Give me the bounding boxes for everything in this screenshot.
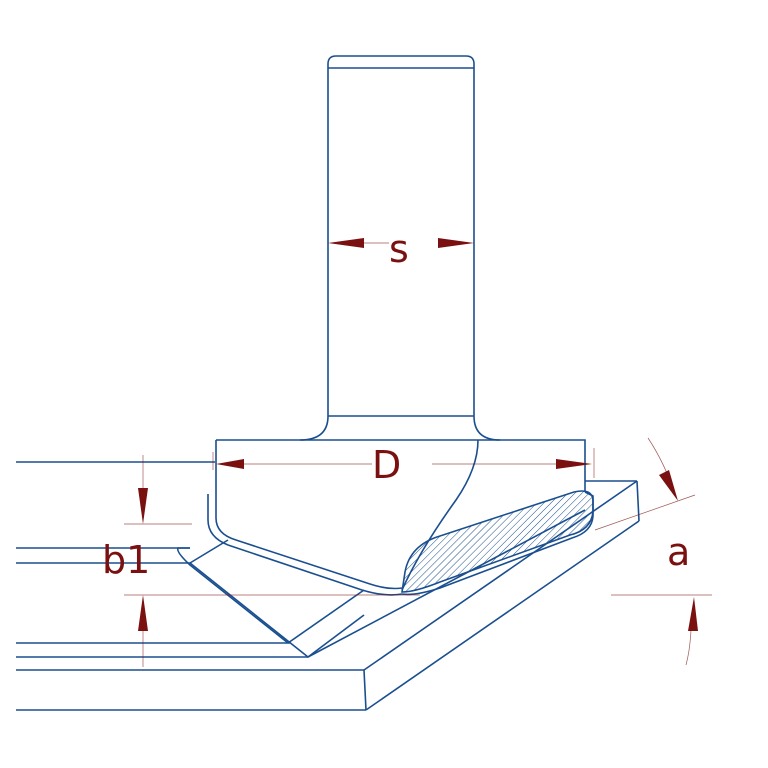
workpiece <box>16 461 640 711</box>
cutting-diameter-label: D <box>372 443 402 487</box>
hatched-section <box>401 490 594 593</box>
cutter <box>207 55 594 596</box>
cutting-height-label: b1 <box>102 538 151 582</box>
dimension-lines <box>124 242 712 667</box>
shank-diameter-label: s <box>389 227 409 271</box>
angle-label: a <box>667 530 691 574</box>
dimension-arrows <box>138 238 698 631</box>
